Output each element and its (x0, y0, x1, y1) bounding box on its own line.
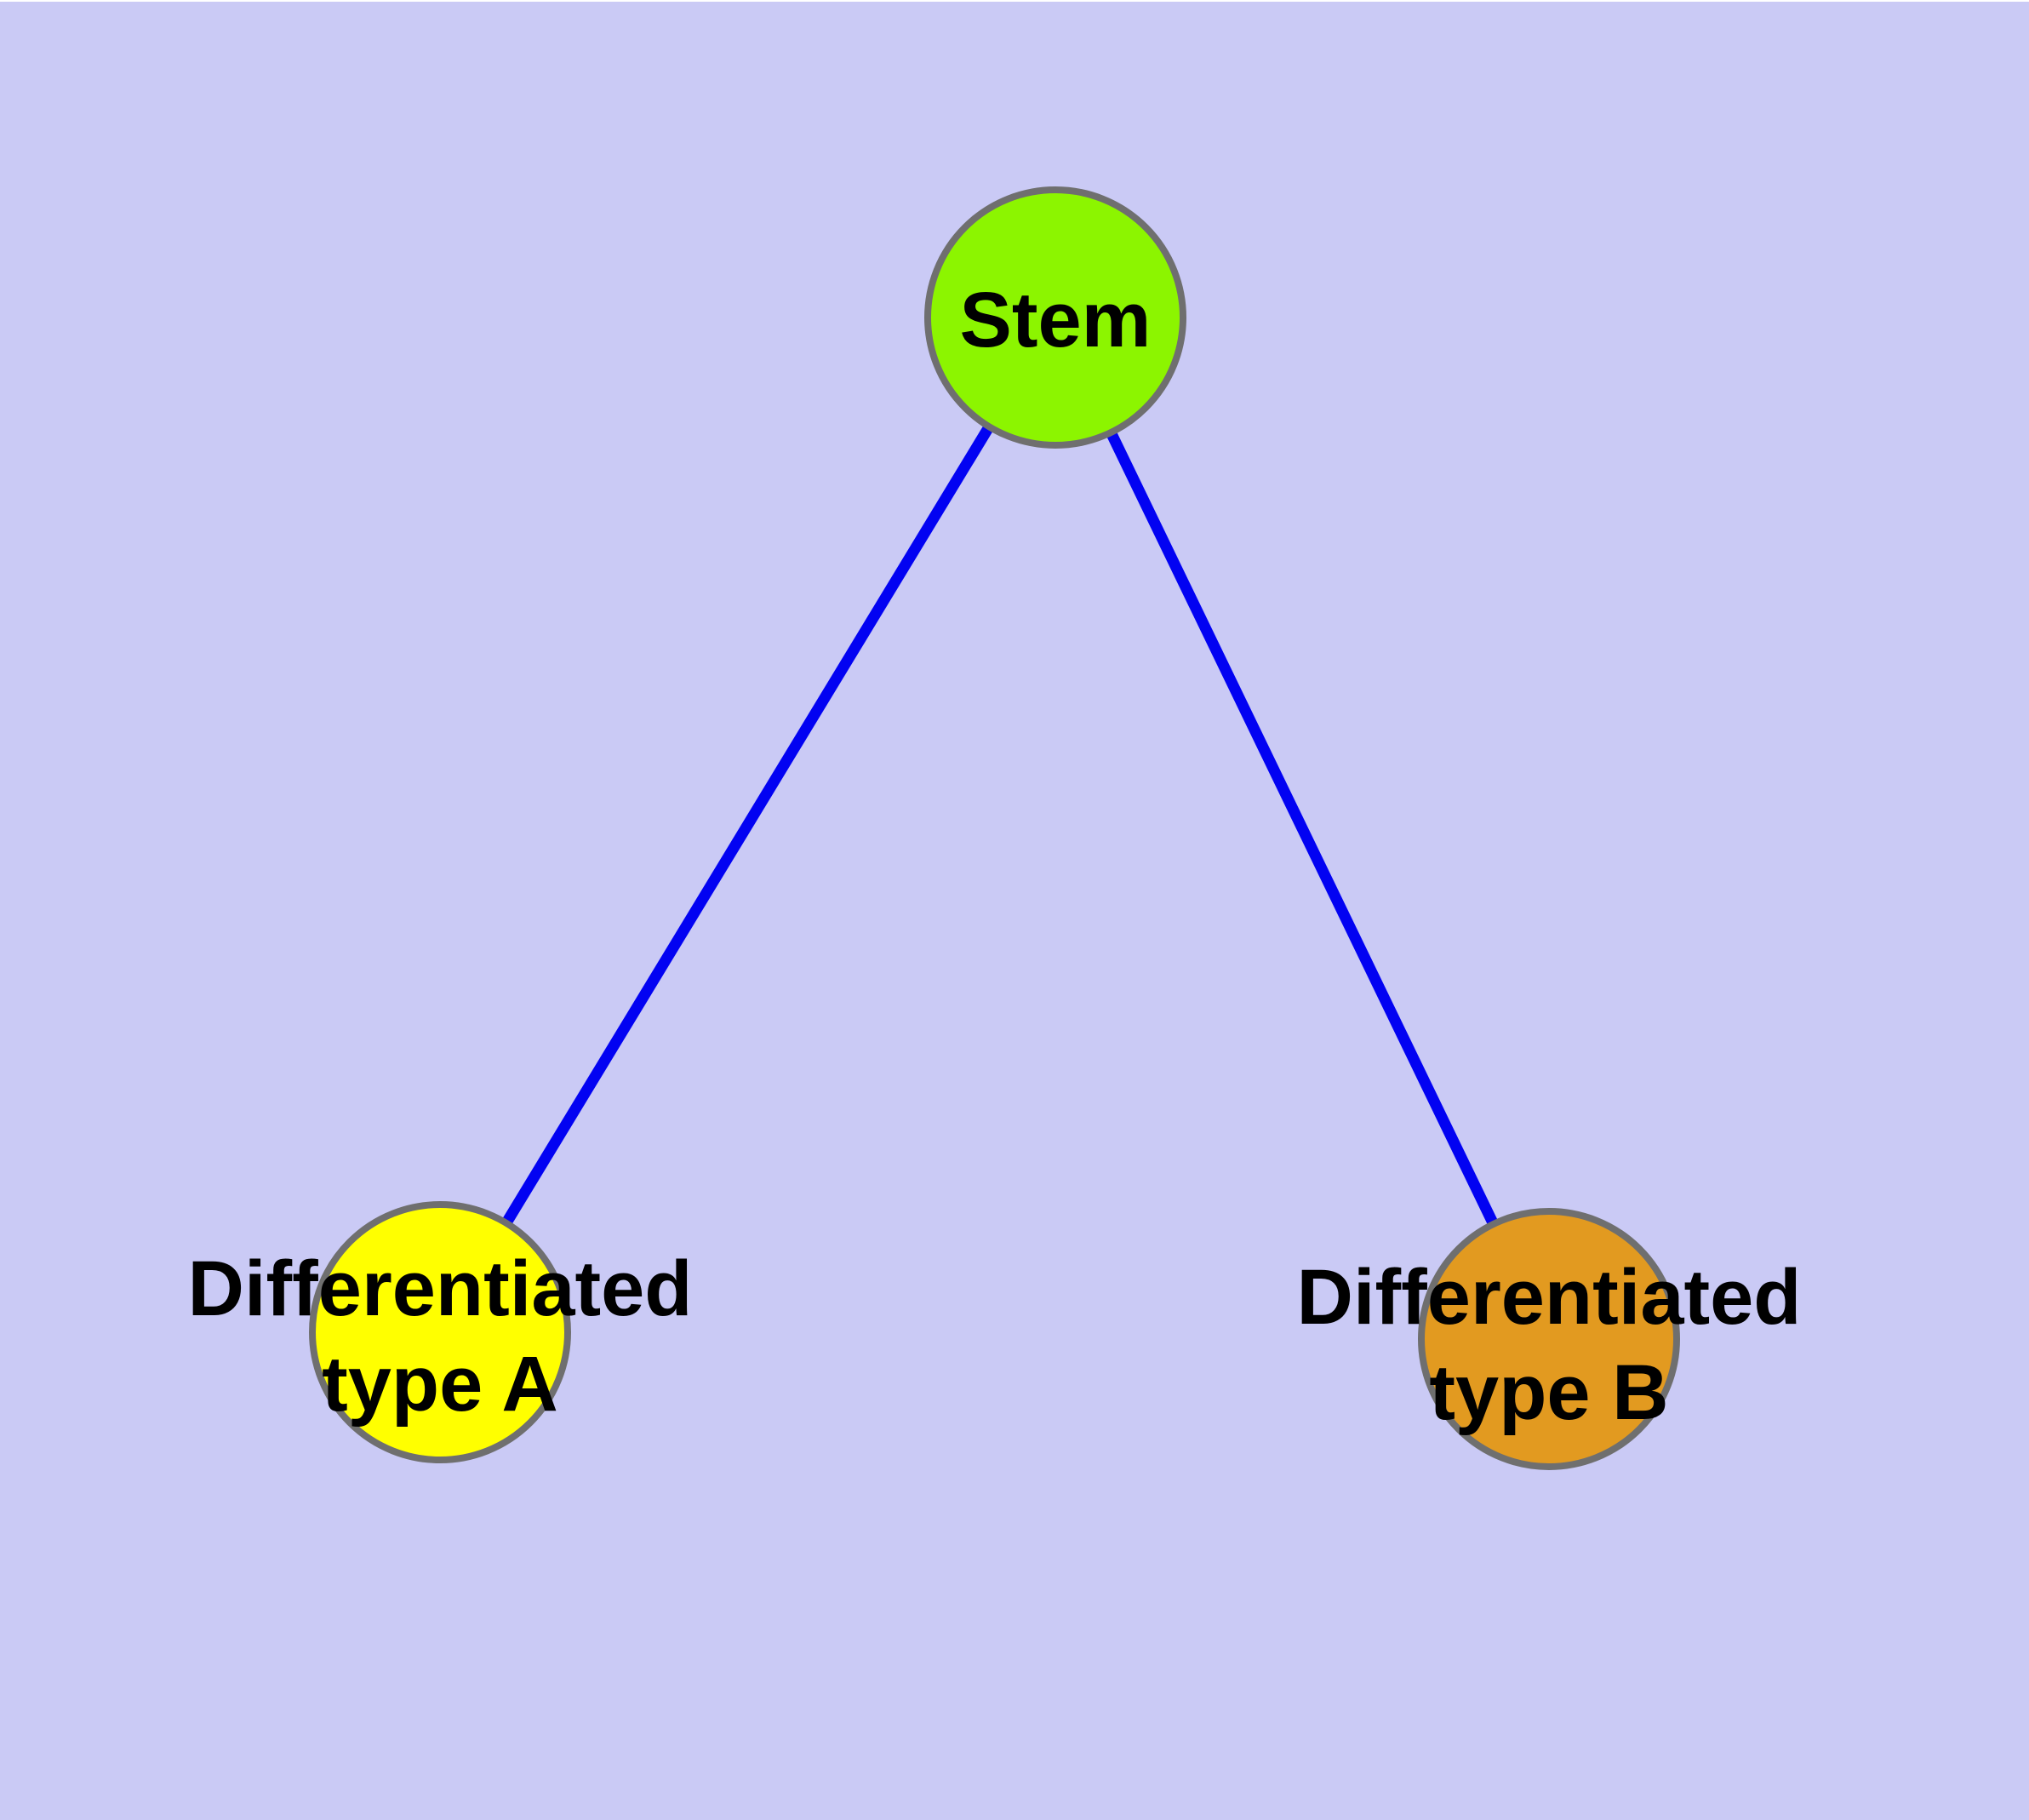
node-label-type-a: Differentiated type A (188, 1241, 693, 1432)
node-label-stem: Stem (960, 272, 1152, 368)
node-label-stem-line1: Stem (959, 277, 1152, 363)
node-differentiated-type-b (1418, 1208, 1680, 1470)
node-label-type-a-line1: Differentiated (187, 1245, 693, 1332)
node-label-type-b-line1: Differentiated (1296, 1254, 1802, 1341)
edge-stem-to-type-a (435, 314, 1060, 1336)
node-stem (924, 186, 1186, 449)
node-label-type-a-line2: type A (322, 1341, 558, 1428)
node-label-type-b-line2: type B (1429, 1349, 1669, 1436)
node-label-type-b: Differentiated type B (1297, 1250, 1802, 1440)
node-differentiated-type-a (309, 1201, 571, 1463)
edge-stem-to-type-b (1050, 315, 1554, 1342)
